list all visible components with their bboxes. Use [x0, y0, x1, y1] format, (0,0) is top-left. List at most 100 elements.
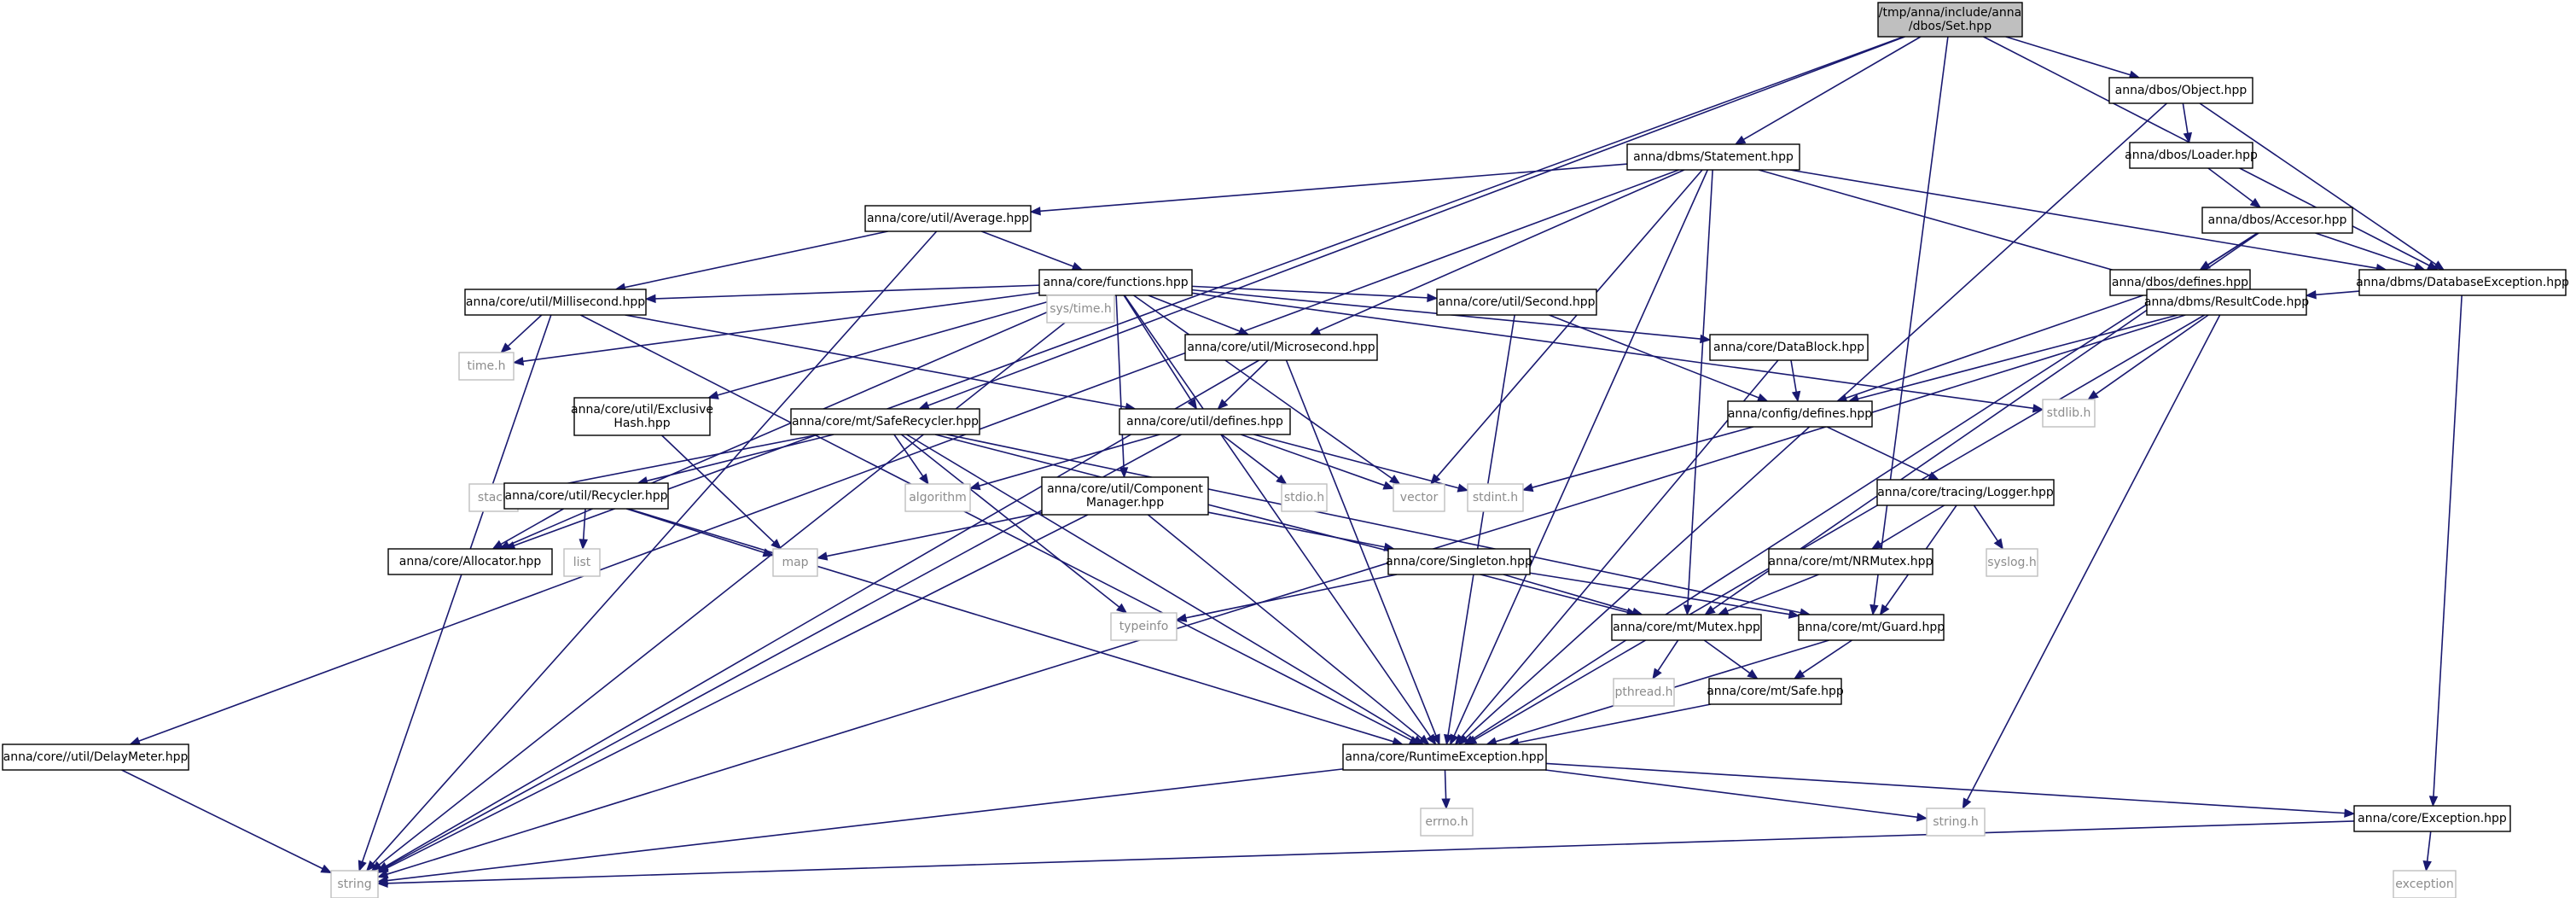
edge-functions-to-exclusivehash [717, 294, 1071, 396]
node-allocator[interactable]: anna/core/Allocator.hpp [387, 548, 553, 575]
node-configdefines[interactable]: anna/config/defines.hpp [1727, 400, 1873, 428]
edge-root-to-guard [1873, 36, 1949, 606]
arrowhead-functions-to-millisecond [644, 294, 656, 304]
node-statement[interactable]: anna/dbms/Statement.hpp [1626, 143, 1800, 171]
node-box [464, 289, 647, 316]
arrowhead-runtimeexc-to-errno [1441, 798, 1451, 810]
node-box [2129, 142, 2253, 169]
edge-runtimeexc-to-stringh [1545, 769, 1918, 819]
node-delaymeter[interactable]: anna/core//util/DelayMeter.hpp [2, 743, 189, 771]
node-object[interactable]: anna/dbos/Object.hpp [2108, 77, 2253, 104]
arrowhead-statement-to-microsecond [1309, 326, 1322, 335]
node-mutex[interactable]: anna/core/mt/Mutex.hpp [1611, 614, 1762, 641]
node-box [1342, 743, 1547, 771]
arrowhead-object-to-dbexc [2433, 260, 2445, 271]
node-label: vector [1400, 491, 1439, 504]
node-label: anna/core/util/Millisecond.hpp [466, 295, 645, 309]
arrowhead-accesor-to-mutex [1704, 605, 1716, 615]
edge-saferecycler-to-recycler [646, 434, 834, 482]
edge-millisecond-to-string [361, 314, 552, 862]
edge-resultcode-to-runtimeexc [1474, 314, 2206, 741]
edge-dbexc-to-resultcode [2315, 290, 2360, 296]
arrowhead-exclusivehash-to-map [770, 539, 782, 550]
arrowhead-mutex-to-pthread [1652, 668, 1662, 680]
edge-compmgr-to-singleton [1207, 511, 1386, 548]
node-box [2042, 399, 2096, 428]
node-algorithm: algorithm [904, 483, 971, 512]
arrowhead-object-to-loader [2183, 131, 2193, 144]
node-label: /tmp/anna/include/anna [1879, 6, 2021, 20]
node-functions[interactable]: anna/core/functions.hpp [1038, 269, 1193, 296]
edge-resultcode-to-stdlib [2095, 314, 2209, 395]
edge-logger-to-nrmutex [1879, 504, 1945, 545]
edge-root-to-object [2005, 36, 2131, 76]
node-box [1613, 678, 1675, 707]
node-label: list [573, 556, 591, 569]
node-root[interactable]: /tmp/anna/include/anna/dbos/Set.hpp [1877, 2, 2023, 38]
node-box [904, 483, 971, 512]
edge-recycler-to-allocator [500, 508, 564, 545]
node-label: anna/dbms/ResultCode.hpp [2144, 295, 2309, 309]
edge-compmgr-to-runtimeexc [1147, 514, 1422, 739]
arrowhead-loader-to-accesor [2249, 197, 2262, 208]
node-label: algorithm [909, 491, 967, 504]
arrowhead-compmgr-to-runtimeexc [1418, 734, 1430, 745]
node-box [330, 870, 379, 898]
arrowhead-statement-to-mutex [1683, 604, 1693, 616]
node-box [2146, 289, 2307, 316]
edge-functions-to-runtimeexc [1124, 294, 1431, 738]
node-runtimeexc[interactable]: anna/core/RuntimeException.hpp [1342, 743, 1547, 771]
node-exception[interactable]: anna/core/Exception.hpp [2353, 805, 2511, 832]
arrowhead-recycler-to-allocator [491, 539, 504, 550]
arrowhead-resultcode-to-stringh [1962, 797, 1972, 810]
arrowhead-statement-to-runtimeexc [1450, 733, 1459, 746]
node-dbexc[interactable]: anna/dbms/DatabaseException.hpp [2356, 269, 2569, 296]
edge-accesor-to-dbexc [2315, 232, 2416, 268]
node-utildefines[interactable]: anna/core/util/defines.hpp [1119, 408, 1291, 435]
edge-mutex-to-pthread [1657, 639, 1679, 672]
node-label: sys/time.h [1050, 302, 1112, 316]
node-label: string [337, 878, 371, 891]
node-average[interactable]: anna/core/util/Average.hpp [864, 205, 1032, 232]
arrowhead-functions-to-stdlib [2032, 404, 2044, 413]
edge-millisecond-to-utildefines [625, 314, 1126, 408]
node-datablock[interactable]: anna/core/DataBlock.hpp [1709, 334, 1869, 361]
edge-saferecycler-to-guard [946, 434, 1801, 614]
node-resultcode[interactable]: anna/dbms/ResultCode.hpp [2144, 289, 2309, 316]
node-saferecycler[interactable]: anna/core/mt/SafeRecycler.hpp [790, 408, 980, 435]
node-box [573, 397, 711, 436]
node-singleton[interactable]: anna/core/Singleton.hpp [1386, 548, 1532, 575]
arrowhead-functions-to-exclusivehash [707, 390, 719, 399]
edge-object-to-dbexc [2199, 102, 2437, 265]
node-guard[interactable]: anna/core/mt/Guard.hpp [1798, 614, 1945, 641]
node-nrmutex[interactable]: anna/core/mt/NRMutex.hpp [1768, 548, 1933, 575]
node-accesor[interactable]: anna/dbos/Accesor.hpp [2201, 207, 2353, 234]
node-safe[interactable]: anna/core/mt/Safe.hpp [1707, 678, 1844, 705]
node-recycler[interactable]: anna/core/util/Recycler.hpp [503, 482, 669, 510]
edge-resultcode-to-stringh [1966, 314, 2221, 801]
node-label: stdint.h [1473, 491, 1518, 504]
edge-saferecycler-to-typeinfo [900, 434, 1120, 608]
node-label: syslog.h [1987, 556, 2037, 569]
edge-second-to-runtimeexc [1447, 314, 1515, 736]
node-logger[interactable]: anna/core/tracing/Logger.hpp [1876, 479, 2055, 506]
node-dbosdefines[interactable]: anna/dbos/defines.hpp [2109, 269, 2251, 296]
node-label: Hash.hpp [613, 417, 670, 430]
node-box [1393, 483, 1445, 512]
arrowhead-logger-to-syslog [1993, 538, 2004, 551]
edge-saferecycler-to-runtimeexc [906, 434, 1416, 741]
node-millisecond[interactable]: anna/core/util/Millisecond.hpp [464, 289, 647, 316]
node-microsecond[interactable]: anna/core/util/Microsecond.hpp [1184, 334, 1378, 361]
node-vector: vector [1393, 483, 1445, 512]
node-loader[interactable]: anna/dbos/Loader.hpp [2125, 142, 2258, 169]
arrowhead-saferecycler-to-typeinfo [1116, 603, 1128, 614]
node-syslog: syslog.h [1986, 548, 2038, 577]
edge-dbexc-to-exception [2433, 294, 2463, 797]
arrowhead-compmgr-to-map [816, 551, 829, 561]
edge-functions-to-millisecond [654, 284, 1040, 300]
node-second[interactable]: anna/core/util/Second.hpp [1436, 289, 1597, 316]
node-box [1709, 334, 1869, 361]
